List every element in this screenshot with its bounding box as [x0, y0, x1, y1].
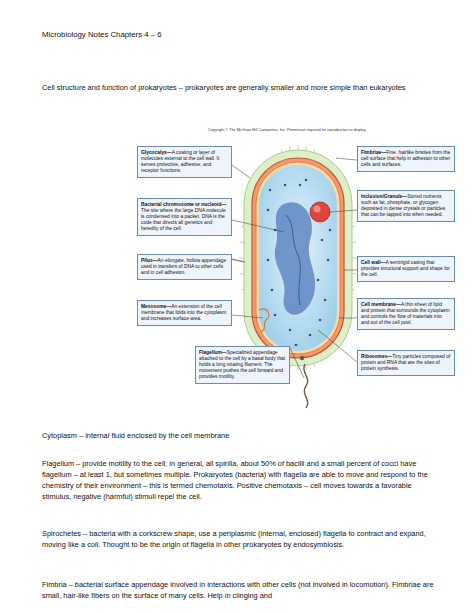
callout-heading: Bacterial chromosome or nucleoid—: [141, 202, 226, 207]
ribosome: [319, 319, 322, 322]
ribosome: [305, 179, 308, 182]
flagellum: [304, 364, 308, 408]
ribosome: [324, 299, 327, 302]
callout-heading: Flagellum—: [199, 350, 227, 355]
fimbria-hair: [298, 145, 299, 150]
ribosome: [327, 259, 330, 262]
note-paragraph: Fimbria – bacterial surface appendage in…: [42, 579, 436, 601]
callout-heading: Glycocalyx—: [141, 150, 172, 155]
note-paragraph: Cytoplasm – internal fluid enclosed by t…: [42, 430, 436, 441]
callout-heading: Fimbriae—: [361, 150, 386, 155]
ribosome: [274, 314, 277, 317]
callout-heading: Pilus—: [141, 258, 158, 263]
intro-paragraph: Cell structure and function of prokaryot…: [42, 82, 436, 93]
granule-highlight: [314, 206, 321, 213]
ribosome: [309, 334, 312, 337]
cell-wall: [252, 158, 344, 358]
callout-box: Mesosome—An extension of the cell membra…: [137, 300, 232, 326]
dna-strand: [286, 215, 300, 305]
ribosome: [317, 279, 320, 282]
callout-box: Pilus—An elongate, hollow appendage used…: [137, 254, 232, 280]
leader-lines: [230, 158, 357, 378]
basal-body: [300, 356, 304, 360]
nucleoid: [275, 202, 315, 314]
cytoplasm: [259, 165, 337, 351]
inclusion-granule: [310, 202, 330, 222]
callout-box: Flagellum—Specialized appendage attached…: [195, 346, 290, 384]
ribosome: [289, 329, 292, 332]
fimbriae-hairs: [239, 145, 357, 371]
ribosome: [329, 229, 332, 232]
ribosome: [295, 344, 298, 347]
callout-box: Cell wall—A semirigid casing that provid…: [357, 256, 455, 282]
ribosome: [267, 209, 270, 212]
ribosome: [271, 289, 274, 292]
callout-heading: Cell wall—: [361, 260, 385, 265]
note-paragraph: Flagellum – provide motility to the cell…: [42, 458, 436, 502]
fimbria-hair: [239, 258, 244, 259]
callout-text: The site where the large DNA molecule is…: [141, 208, 226, 231]
callout-heading: Mesosome—: [141, 304, 171, 309]
fimbria-hair: [298, 366, 299, 371]
callout-box: Bacterial chromosome or nucleoid—The sit…: [137, 198, 232, 236]
copyright-note: Copyright © The McGraw-Hill Companies, I…: [208, 128, 366, 133]
mesosome: [259, 309, 269, 332]
callout-box: Glycocalyx—A coating or layer of molecul…: [137, 146, 232, 178]
glycocalyx-layer: [244, 150, 352, 366]
cell-membrane: [256, 162, 340, 354]
ribosomes: [267, 179, 332, 347]
ribosome: [284, 184, 287, 187]
callout-heading: Inclusion/Granule—: [361, 194, 407, 199]
ribosome: [267, 259, 270, 262]
callout-box: Cell membrane—A thin sheet of lipid and …: [357, 298, 455, 330]
ribosome: [321, 239, 324, 242]
note-paragraph: Spirochetes – bacteria with a corkscrew …: [42, 528, 436, 550]
ribosome: [299, 184, 302, 187]
callout-heading: Ribosomes—: [361, 354, 392, 359]
callout-box: Ribosomes—Tiny particles composed of pro…: [357, 350, 455, 376]
callout-heading: Cell membrane—: [361, 302, 401, 307]
page-title: Microbiology Notes Chapters 4 – 6: [42, 29, 162, 40]
ribosome: [269, 189, 272, 192]
callout-box: Fimbriae—Fine, hairlike bristles from th…: [357, 146, 455, 172]
callout-box: Inclusion/Granule—Stored nutrients such …: [357, 190, 455, 222]
